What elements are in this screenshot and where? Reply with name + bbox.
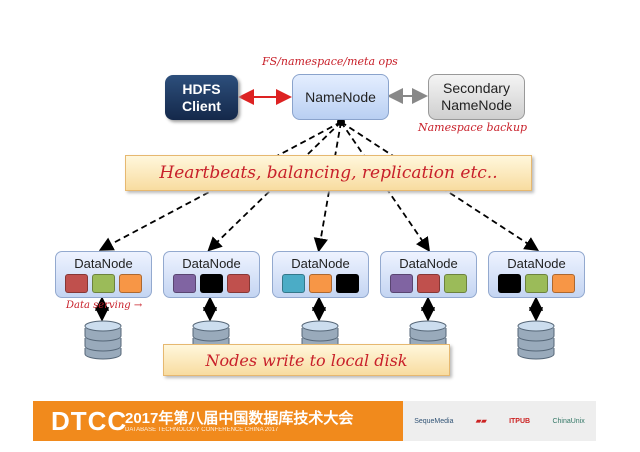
dtcc-logo: DTCC	[51, 406, 128, 436]
sponsor-logo: SequeMedia	[414, 417, 454, 425]
conference-subtitle: DATABASE TECHNOLOGY CONFERENCE CHINA 201…	[125, 427, 279, 433]
data-block	[552, 274, 575, 293]
datanode-label: DataNode	[399, 256, 458, 271]
heartbeats-banner: Heartbeats, balancing, replication etc..	[125, 155, 532, 191]
data-block	[173, 274, 196, 293]
datanode-box: DataNode	[55, 251, 152, 298]
sponsor-logo: ChinaUnix	[552, 417, 585, 425]
footer-banner: DTCC 2017年第八届中国数据库技术大会 DATABASE TECHNOLO…	[33, 401, 403, 441]
data-block	[200, 274, 223, 293]
local-disk-banner: Nodes write to local disk	[163, 344, 450, 376]
data-serving-annotation: Data serving →	[66, 300, 143, 311]
data-block	[444, 274, 467, 293]
sponsor-logo: ▰▰	[475, 418, 487, 425]
disk-icon	[516, 318, 556, 360]
namespace-backup-annotation: Namespace backup	[418, 121, 528, 134]
datanode-label: DataNode	[507, 256, 566, 271]
namenode-box: NameNode	[292, 74, 389, 120]
data-block	[417, 274, 440, 293]
heartbeat-line	[340, 121, 540, 251]
data-block	[282, 274, 305, 293]
heartbeat-line	[340, 121, 431, 252]
heartbeats-text: Heartbeats, balancing, replication etc..	[159, 163, 498, 183]
conference-title: 2017年第八届中国数据库技术大会	[125, 410, 354, 427]
data-block	[498, 274, 521, 293]
data-block	[336, 274, 359, 293]
secondary-label-2: NameNode	[441, 97, 512, 113]
datanode-box: DataNode	[272, 251, 369, 298]
secondary-label-1: Secondary	[443, 80, 510, 96]
local-disk-text: Nodes write to local disk	[205, 350, 408, 370]
data-block	[119, 274, 142, 293]
sponsor-logo: ITPUB	[509, 417, 531, 425]
data-block	[390, 274, 413, 293]
datanode-label: DataNode	[291, 256, 350, 271]
datanode-label: DataNode	[74, 256, 133, 271]
data-block	[525, 274, 548, 293]
namenode-label: NameNode	[305, 88, 376, 105]
datanode-label: DataNode	[182, 256, 241, 271]
disk-icon	[83, 318, 123, 360]
datanode-box: DataNode	[163, 251, 260, 298]
fs-ops-annotation: FS/namespace/meta ops	[262, 55, 398, 68]
client-label-2: Client	[182, 97, 221, 114]
data-block	[309, 274, 332, 293]
client-label-1: HDFS	[182, 80, 221, 97]
datanode-box: DataNode	[488, 251, 585, 298]
sponsor-logos: SequeMedia ▰▰ ITPUB ChinaUnix	[403, 401, 596, 441]
data-block	[227, 274, 250, 293]
datanode-box: DataNode	[380, 251, 477, 298]
data-block	[92, 274, 115, 293]
data-block	[65, 274, 88, 293]
